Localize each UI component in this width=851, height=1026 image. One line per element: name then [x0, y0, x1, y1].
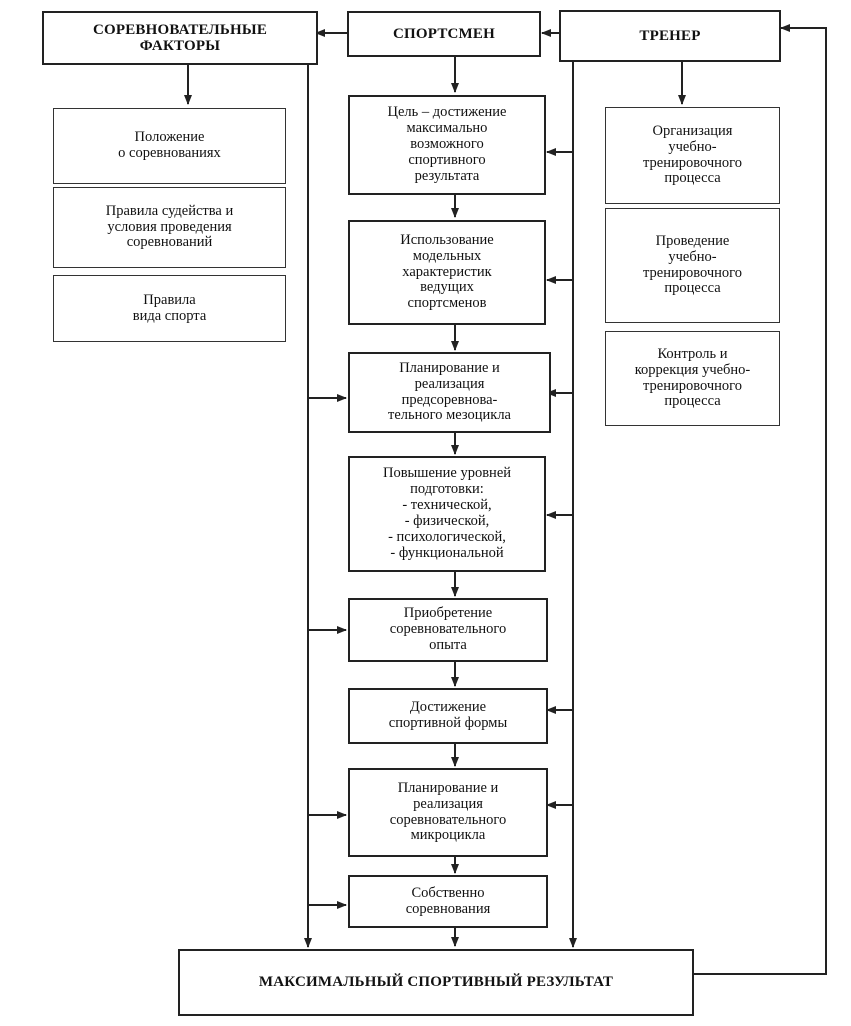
athlete-step-label: Цель – достижение максимально возможного…: [387, 104, 507, 184]
athlete-step: Достижение спортивной формы: [348, 688, 548, 744]
athlete-step: Собственно соревнования: [348, 875, 548, 928]
factors-header-label: СОРЕВНОВАТЕЛЬНЫЕ ФАКТОРЫ: [92, 21, 268, 55]
factor-label: Положение о соревнованиях: [118, 129, 221, 161]
coach-task-label: Организация учебно- тренировочного проце…: [643, 122, 742, 187]
coach-task-label: Контроль и коррекция учебно- тренировочн…: [634, 345, 751, 410]
athlete-header-label: СПОРТСМЕН: [393, 25, 495, 42]
athlete-step: Использование модельных характеристик ве…: [348, 220, 546, 325]
coach-header: ТРЕНЕР: [559, 10, 781, 62]
factor-box: Правила судейства и условия проведения с…: [53, 187, 286, 268]
result-label: МАКСИМАЛЬНЫЙ СПОРТИВНЫЙ РЕЗУЛЬТАТ: [258, 974, 614, 991]
athlete-step: Цель – достижение максимально возможного…: [348, 95, 546, 195]
athlete-header: СПОРТСМЕН: [347, 11, 541, 57]
result-box: МАКСИМАЛЬНЫЙ СПОРТИВНЫЙ РЕЗУЛЬТАТ: [178, 949, 694, 1016]
athlete-step: Приобретение соревновательного опыта: [348, 598, 548, 662]
athlete-step: Планирование и реализация соревновательн…: [348, 768, 548, 857]
athlete-step-label: Приобретение соревновательного опыта: [389, 605, 507, 653]
factor-box: Правила вида спорта: [53, 275, 286, 342]
athlete-step-label: Планирование и реализация предсоревнова-…: [387, 359, 511, 424]
factor-box: Положение о соревнованиях: [53, 108, 286, 184]
athlete-step-label: Планирование и реализация соревновательн…: [389, 779, 507, 844]
coach-task-label: Проведение учебно- тренировочного процес…: [643, 232, 742, 297]
athlete-step-label: Повышение уровней подготовки: - техничес…: [382, 465, 512, 561]
athlete-step-label: Собственно соревнования: [405, 884, 491, 917]
factor-label: Правила вида спорта: [132, 291, 207, 324]
factors-header: СОРЕВНОВАТЕЛЬНЫЕ ФАКТОРЫ: [42, 11, 318, 65]
coach-task: Организация учебно- тренировочного проце…: [605, 107, 780, 204]
feedback-loop: [693, 24, 827, 975]
factor-label: Правила судейства и условия проведения с…: [105, 202, 234, 251]
coach-task: Контроль и коррекция учебно- тренировочн…: [605, 331, 780, 426]
coach-task: Проведение учебно- тренировочного процес…: [605, 208, 780, 323]
coach-header-label: ТРЕНЕР: [639, 27, 701, 44]
athlete-step-label: Использование модельных характеристик ве…: [400, 231, 494, 312]
athlete-step: Планирование и реализация предсоревнова-…: [348, 352, 551, 433]
athlete-step: Повышение уровней подготовки: - техничес…: [348, 456, 546, 572]
athlete-step-label: Достижение спортивной формы: [388, 699, 508, 731]
